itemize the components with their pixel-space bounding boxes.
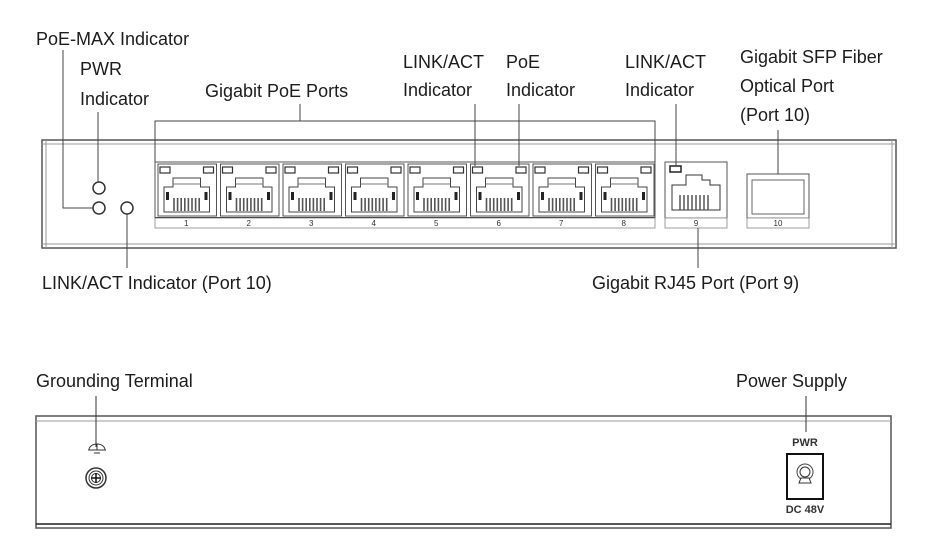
poe-indicator-label-line1: PoE bbox=[506, 52, 541, 72]
link-act-led-icon bbox=[346, 166, 359, 174]
pwr-led-icon bbox=[92, 181, 106, 195]
poe-led-icon bbox=[577, 166, 590, 174]
rj45-poe-port-4 bbox=[345, 163, 405, 217]
rj45-poe-port-5 bbox=[407, 163, 467, 217]
port-number-1: 1 bbox=[184, 219, 189, 228]
link-act-port10-label: LINK/ACT Indicator (Port 10) bbox=[42, 273, 272, 293]
rear-panel bbox=[35, 415, 892, 529]
pwr-indicator-label-line2: Indicator bbox=[80, 89, 150, 109]
rj45-poe-port-8 bbox=[595, 163, 655, 217]
sfp-port-label-line1: Gigabit SFP Fiber bbox=[740, 47, 883, 67]
poe-led-icon bbox=[202, 166, 215, 174]
pwr-indicator-label-line1: PWR bbox=[80, 59, 122, 79]
link-act-indicator-label-line1: LINK/ACT bbox=[403, 52, 485, 72]
front-leader-lines bbox=[62, 50, 779, 268]
poe-led-icon bbox=[515, 166, 527, 174]
poe-led-icon bbox=[265, 166, 277, 174]
link-act-led-icon bbox=[471, 166, 484, 174]
port-number-2: 2 bbox=[246, 219, 251, 228]
dc-power-jack-icon bbox=[786, 453, 824, 500]
link-act-port10-led-icon bbox=[120, 201, 134, 215]
link-act-port9-indicator-label-line1: LINK/ACT bbox=[625, 52, 707, 72]
rj45-poe-port-3 bbox=[282, 163, 342, 217]
grounding-terminal-label: Grounding Terminal bbox=[36, 371, 193, 391]
poe-led-icon bbox=[390, 166, 402, 174]
port-number-3: 3 bbox=[309, 219, 314, 228]
link-act-led-icon bbox=[159, 166, 171, 174]
rj45-poe-port-1 bbox=[157, 163, 217, 217]
poe-max-led-icon bbox=[92, 201, 106, 215]
port-number-5: 5 bbox=[434, 219, 439, 228]
port-number-6: 6 bbox=[496, 219, 501, 228]
link-act-port9-indicator-label-line2: Indicator bbox=[625, 80, 695, 100]
grounding-screw-icon bbox=[85, 467, 107, 489]
link-act-led-icon bbox=[221, 166, 234, 174]
sfp-port-label-line2: Optical Port bbox=[740, 76, 835, 96]
port-number-9: 9 bbox=[693, 219, 699, 228]
power-supply-label: Power Supply bbox=[736, 371, 848, 391]
rj45-poe-port-6 bbox=[470, 163, 530, 217]
port-number-4: 4 bbox=[371, 219, 376, 228]
gigabit-poe-ports-label: Gigabit PoE Ports bbox=[205, 81, 349, 101]
poe-led-icon bbox=[327, 166, 340, 174]
poe-indicator-label-line2: Indicator bbox=[506, 80, 576, 100]
port9-link-led-icon bbox=[669, 165, 682, 173]
link-act-led-icon bbox=[534, 166, 546, 174]
port-number-10: 10 bbox=[773, 219, 783, 228]
sfp-port-label-line3: (Port 10) bbox=[740, 105, 811, 125]
port-number-7: 7 bbox=[559, 219, 564, 228]
poe-max-indicator-label: PoE-MAX Indicator bbox=[36, 29, 190, 49]
poe-led-icon bbox=[452, 166, 465, 174]
rj45-poe-port-7 bbox=[532, 163, 592, 217]
port-number-8: 8 bbox=[621, 219, 626, 228]
poe-led-icon bbox=[640, 166, 652, 174]
pwr-marking: PWR bbox=[792, 437, 818, 449]
rj45-port-9 bbox=[664, 161, 728, 229]
dc-voltage-marking: DC 48V bbox=[785, 504, 825, 516]
link-act-led-icon bbox=[284, 166, 296, 174]
rj45-poe-port-2 bbox=[220, 163, 280, 217]
link-act-led-icon bbox=[596, 166, 609, 174]
rj45-port9-label: Gigabit RJ45 Port (Port 9) bbox=[592, 273, 800, 293]
sfp-port-10 bbox=[746, 173, 810, 229]
link-act-indicator-label-line2: Indicator bbox=[403, 80, 473, 100]
link-act-led-icon bbox=[409, 166, 421, 174]
ground-symbol-icon bbox=[88, 443, 106, 454]
